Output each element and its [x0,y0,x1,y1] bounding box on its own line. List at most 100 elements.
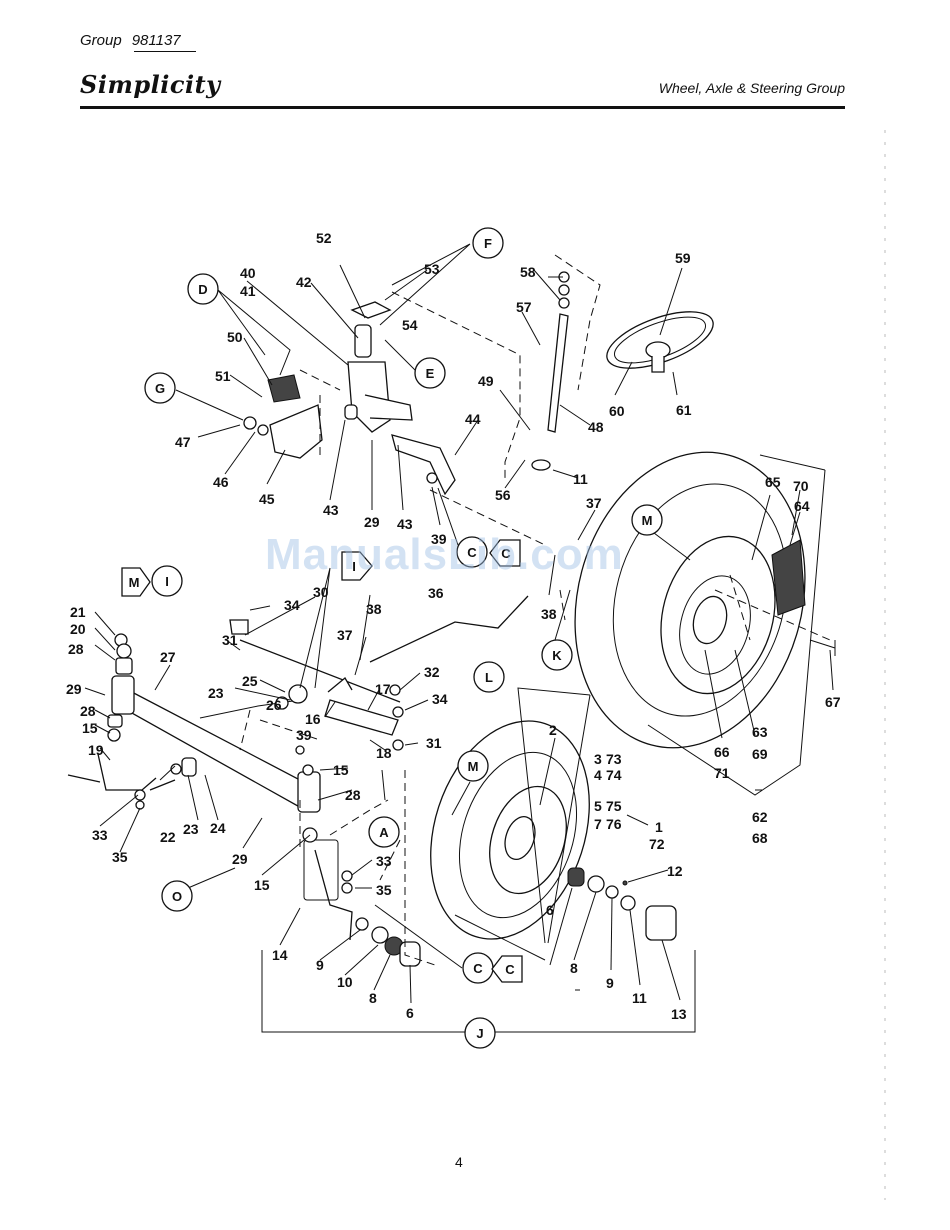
pn-4: 4 [594,767,602,783]
pn-52: 52 [316,230,332,246]
pn-10: 10 [337,974,353,990]
pn-22: 22 [160,829,176,845]
pn-26: 26 [266,697,282,713]
pn-54: 54 [402,317,418,333]
pn-60: 60 [609,403,625,419]
pn-63: 63 [752,724,768,740]
pn-5: 5 [594,798,602,814]
pn-31a: 31 [222,632,238,648]
pn-28c: 28 [345,787,361,803]
callout-k: K [541,639,573,671]
callout-j: J [464,1017,496,1049]
pn-31b: 31 [426,735,442,751]
pn-13: 13 [671,1006,687,1022]
pn-18: 18 [376,745,392,761]
pn-76: 76 [606,816,622,832]
page-number: 4 [455,1154,463,1170]
tire-valve-patch [771,539,806,616]
pn-70: 70 [793,478,809,494]
callout-a: A [368,816,400,848]
callout-m-rear: M [631,504,663,536]
svg-text:F: F [484,236,492,251]
front-axle [67,675,353,941]
pn-59: 59 [675,250,691,266]
svg-text:A: A [379,825,389,840]
pn-6b: 6 [406,1005,414,1021]
pn-65: 65 [765,474,781,490]
pn-32: 32 [424,664,440,680]
steering-gear [243,301,456,496]
pn-39a: 39 [431,531,447,547]
callout-f: F [472,227,504,259]
pn-27: 27 [160,649,176,665]
callout-c-upper: C [456,536,488,568]
pn-28a: 28 [68,641,84,657]
pn-38a: 38 [366,601,382,617]
svg-text:C: C [467,545,477,560]
svg-text:C: C [501,546,511,561]
callout-m-front: M [457,750,489,782]
svg-text:O: O [172,889,182,904]
pn-34a: 34 [284,597,300,613]
pn-25: 25 [242,673,258,689]
svg-text:I: I [165,574,169,589]
pn-73: 73 [606,751,622,767]
pn-30: 30 [313,584,329,600]
pn-35b: 35 [376,882,392,898]
callouts: F D E G C M I L K M A O C J M C C I [121,227,663,1049]
svg-text:M: M [642,513,653,528]
callout-g: G [144,372,176,404]
pn-3: 3 [594,751,602,767]
callout-d: D [187,273,219,305]
pn-1: 1 [655,819,663,835]
pn-24: 24 [210,820,226,836]
pn-11b: 11 [632,990,647,1006]
pn-68: 68 [752,830,768,846]
pn-7: 7 [594,816,602,832]
pn-6a: 6 [546,902,554,918]
pn-57: 57 [516,299,532,315]
pn-11a: 11 [573,471,588,487]
pn-36: 36 [428,585,444,601]
pn-69: 69 [752,746,768,762]
pn-33b: 33 [376,853,392,869]
section-title: Wheel, Axle & Steering Group [658,80,845,96]
pn-9b: 9 [316,957,324,973]
svg-text:J: J [476,1026,483,1041]
pn-74: 74 [606,767,622,783]
svg-text:G: G [155,381,165,396]
callout-i: I [151,565,183,597]
group-label-text: Group [80,32,122,49]
pn-14: 14 [272,947,288,963]
callout-e: E [414,357,446,389]
pn-37a: 37 [586,495,602,511]
pn-20: 20 [70,621,86,637]
pn-40: 40 [240,265,256,281]
tag-c-upper: C [489,539,521,567]
pn-38b: 38 [541,606,557,622]
pn-15a: 15 [82,720,98,736]
svg-text:M: M [468,759,479,774]
pn-64: 64 [794,498,810,514]
rear-wheel [574,451,836,749]
pn-29b: 29 [364,514,380,530]
svg-text:C: C [473,961,483,976]
svg-text:E: E [426,366,435,381]
pn-8a: 8 [570,960,578,976]
part-number-labels: 1 2 3 4 5 6 6 7 8 8 9 9 10 11 11 12 13 1… [66,230,841,1022]
pn-48: 48 [588,419,604,435]
pn-71: 71 [714,765,730,781]
tag-m-left: M [121,567,151,597]
pn-28b: 28 [80,703,96,719]
pn-19: 19 [88,742,104,758]
pn-50: 50 [227,329,243,345]
svg-text:D: D [198,282,207,297]
pn-16: 16 [305,711,321,727]
pn-53: 53 [424,261,440,277]
pn-66: 66 [714,744,730,760]
svg-text:L: L [485,670,493,685]
pn-21: 21 [70,604,86,620]
pn-72-visible: 72 [649,836,665,852]
